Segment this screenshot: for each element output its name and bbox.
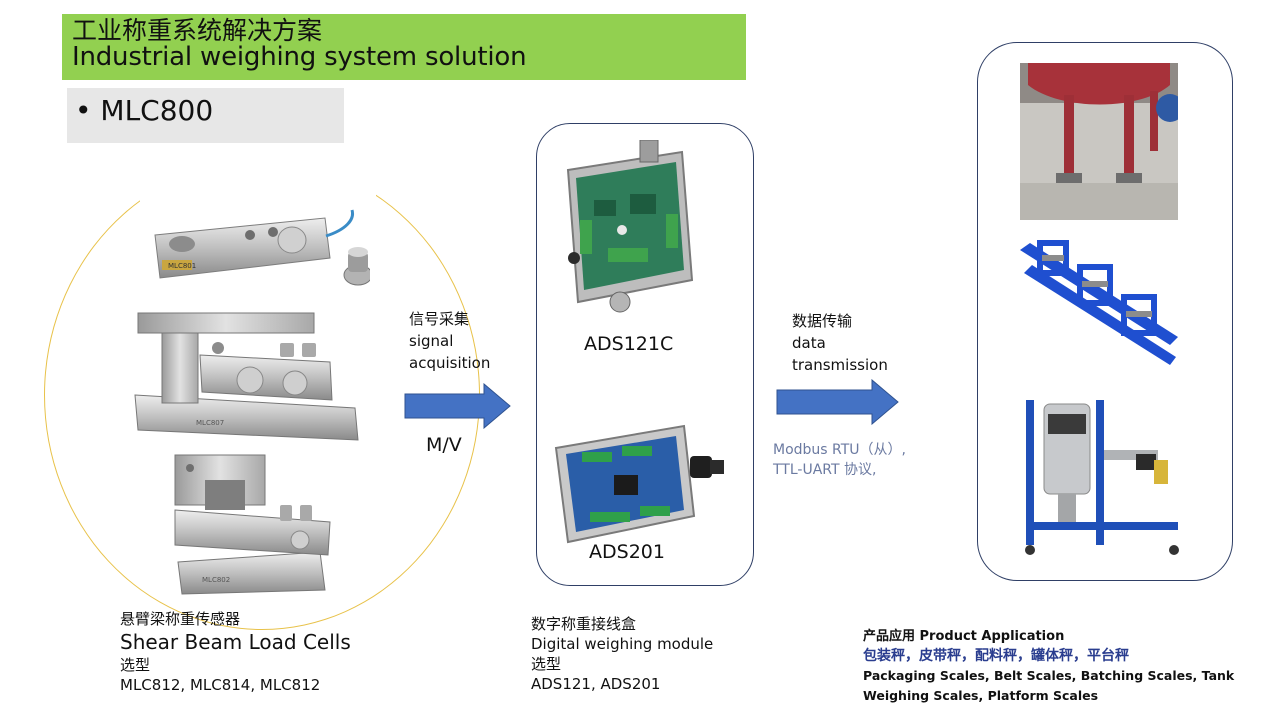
belt-scale-photo bbox=[1020, 225, 1185, 385]
protocol-text: Modbus RTU（从）, TTL-UART 协议, bbox=[773, 440, 906, 480]
acquisition-label-en-1: signal bbox=[409, 332, 454, 350]
mlc802-mount: MLC802 bbox=[174, 454, 331, 595]
protocol-line-2: TTL-UART 协议, bbox=[773, 462, 877, 478]
load-cell-models: MLC812, MLC814, MLC812 bbox=[120, 676, 321, 694]
mlc801-label: MLC801 bbox=[168, 262, 196, 270]
application-list-en: Packaging Scales, Belt Scales, Batching … bbox=[863, 668, 1235, 703]
protocol-line-1: Modbus RTU（从）, bbox=[773, 442, 906, 458]
title-chinese: 工业称重系统解决方案 bbox=[72, 16, 323, 45]
acquisition-label-zh: 信号采集 bbox=[409, 310, 470, 328]
load-cell-caption-en: Shear Beam Load Cells bbox=[120, 630, 351, 654]
transmission-label: 数据传输 data transmission bbox=[792, 310, 888, 376]
ads201-label: ADS201 bbox=[589, 541, 665, 563]
ads121c-label: ADS121C bbox=[584, 333, 674, 355]
module-caption-en: Digital weighing module bbox=[531, 635, 714, 653]
load-cell-illustrations: MLC801 MLC807 MLC802 bbox=[134, 209, 370, 595]
model-name: • MLC800 bbox=[75, 94, 214, 127]
load-cell-caption-zh: 悬臂梁称重传感器 bbox=[120, 610, 241, 628]
module-select-label: 选型 bbox=[531, 655, 562, 673]
mlc807-mount: MLC807 bbox=[134, 312, 359, 441]
acquisition-label: 信号采集 signal acquisition bbox=[409, 308, 490, 374]
module-caption-zh: 数字称重接线盒 bbox=[531, 615, 637, 633]
acquisition-label-en-2: acquisition bbox=[409, 354, 491, 372]
ads201-junction-box bbox=[554, 424, 724, 544]
load-cell-caption: 悬臂梁称重传感器 Shear Beam Load Cells 选型 MLC812… bbox=[120, 609, 351, 695]
application-list-zh: 包装秤，皮带秤，配料秤，罐体秤，平台秤 bbox=[863, 648, 1129, 664]
application-title: 产品应用 Product Application bbox=[863, 629, 1065, 644]
batching-scale-photo bbox=[1018, 390, 1196, 558]
transmission-label-en-1: data bbox=[792, 334, 826, 352]
title-english: Industrial weighing system solution bbox=[72, 42, 527, 72]
signal-unit-label: M/V bbox=[426, 434, 462, 456]
ads121c-junction-box bbox=[566, 140, 694, 313]
title-banner bbox=[62, 14, 746, 80]
tank-scale-photo bbox=[1020, 63, 1178, 220]
module-caption: 数字称重接线盒 Digital weighing module 选型 ADS12… bbox=[531, 614, 713, 694]
transmission-label-en-2: transmission bbox=[792, 356, 888, 374]
model-box bbox=[67, 88, 344, 143]
arrow-right-icon bbox=[404, 383, 511, 429]
load-cell-select-label: 选型 bbox=[120, 656, 151, 674]
arrow-right-icon bbox=[776, 379, 899, 425]
mlc802-label: MLC802 bbox=[202, 576, 230, 584]
mlc807-label: MLC807 bbox=[196, 419, 224, 427]
module-models: ADS121, ADS201 bbox=[531, 675, 661, 693]
transmission-label-zh: 数据传输 bbox=[792, 312, 853, 330]
application-caption: 产品应用 Product Application 包装秤，皮带秤，配料秤，罐体秤… bbox=[863, 628, 1273, 706]
mlc801-load-cell: MLC801 bbox=[154, 209, 370, 286]
